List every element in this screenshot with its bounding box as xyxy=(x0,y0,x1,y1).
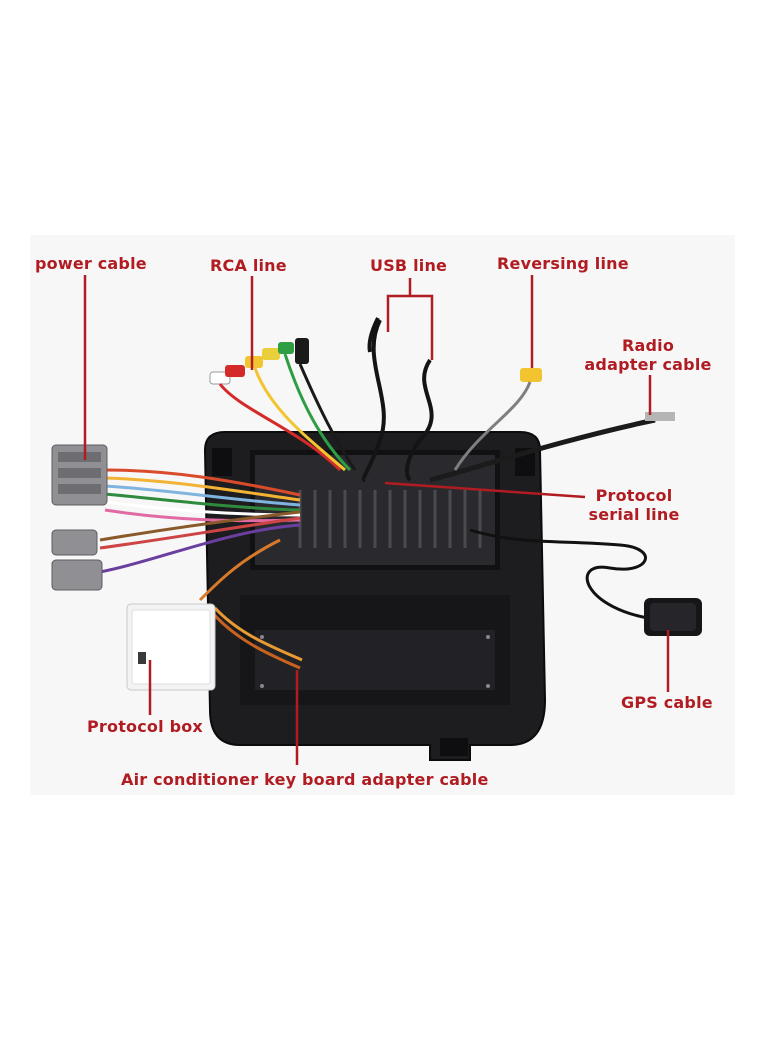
label-radio-adapter-cable: Radio adapter cable xyxy=(578,336,718,374)
head-unit-frame xyxy=(203,431,547,761)
label-protocol-serial-line2: serial line xyxy=(588,505,680,524)
protocol-box-device xyxy=(126,603,216,691)
label-protocol-serial-line1: Protocol xyxy=(595,486,673,505)
leader-lines xyxy=(83,275,670,765)
usb-cables xyxy=(361,317,434,482)
label-rca-line: RCA line xyxy=(210,256,287,275)
label-power-cable: power cable xyxy=(35,254,147,273)
gps-antenna xyxy=(644,598,702,636)
radio-antenna-plug xyxy=(645,412,675,421)
harness-wires xyxy=(99,417,661,670)
label-ac-keyboard-adapter-cable: Air conditioner key board adapter cable xyxy=(121,770,489,789)
label-protocol-serial-line: Protocol serial line xyxy=(585,486,683,524)
rca-plugs xyxy=(209,338,357,472)
label-radio-adapter-line2: adapter cable xyxy=(584,355,712,374)
leader-protocol-serial xyxy=(384,481,586,499)
label-reversing-line: Reversing line xyxy=(497,254,629,273)
reversing-plug xyxy=(453,368,542,471)
label-gps-cable: GPS cable xyxy=(621,693,713,712)
label-protocol-box: Protocol box xyxy=(87,717,203,736)
leader-usb-line xyxy=(386,278,434,360)
label-radio-adapter-line1: Radio xyxy=(621,336,675,355)
label-usb-line: USB line xyxy=(370,256,448,275)
power-connectors xyxy=(51,444,108,591)
